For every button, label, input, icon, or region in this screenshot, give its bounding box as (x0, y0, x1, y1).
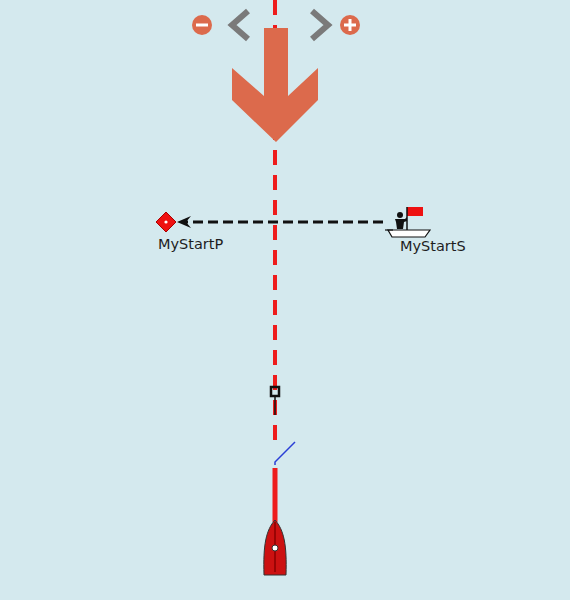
minus-sign (196, 24, 208, 27)
boat-bow-line (385, 229, 393, 230)
heading-line (273, 468, 278, 522)
wind-indicator (275, 442, 295, 465)
boat-hull (388, 230, 430, 237)
start-line-dash (186, 221, 383, 224)
person-body (395, 217, 407, 229)
right-chevron (312, 11, 328, 39)
boat-flag (407, 207, 423, 216)
marker-tick (274, 396, 276, 415)
start-pin-mark (155, 211, 177, 233)
boat-center (272, 545, 278, 551)
person-head (397, 212, 403, 218)
mark-diamond (156, 212, 176, 232)
mark-label: MyStartS (385, 238, 466, 254)
start-line (177, 216, 383, 228)
waypoint-marker (271, 387, 279, 396)
zoom-out-button (192, 15, 212, 35)
zoom-in-button (340, 15, 360, 35)
plus-sign-v (349, 19, 352, 31)
left-chevron (232, 11, 248, 39)
wind-arrow (232, 28, 318, 142)
own-boat (264, 520, 286, 575)
mark-label: MyStartP (155, 236, 223, 252)
start-mark-node: MyStartP (155, 211, 223, 252)
mark-dot (164, 220, 167, 223)
committee-boat-node: MyStartS (385, 205, 466, 254)
arrow-head (177, 216, 191, 228)
committee-boat (385, 205, 433, 239)
